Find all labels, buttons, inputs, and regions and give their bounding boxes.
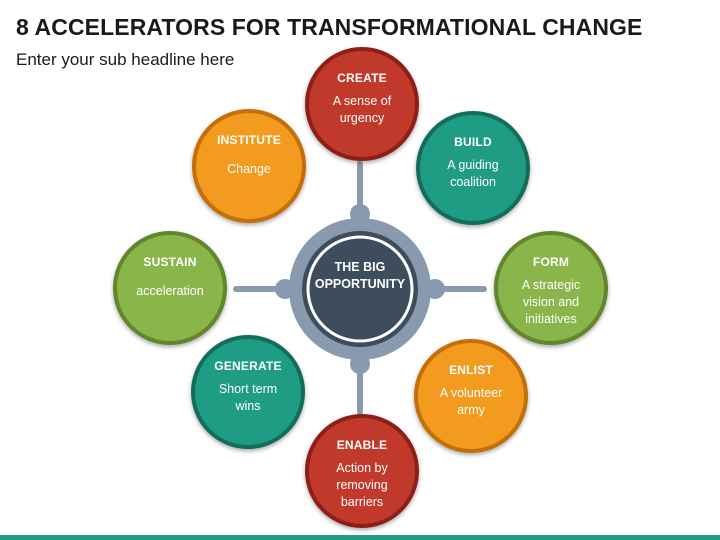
accelerator-enable: ENABLE Action by removing barriers xyxy=(305,414,419,528)
accelerator-description: acceleration xyxy=(127,283,213,300)
accelerator-enlist: ENLIST A volunteer army xyxy=(414,339,528,453)
description-line: barriers xyxy=(340,495,384,509)
accelerator-label: ENABLE xyxy=(336,438,388,452)
accelerator-label: BUILD xyxy=(454,135,492,149)
accelerator-description: A guiding coalition xyxy=(430,157,516,191)
gear-tooth-e xyxy=(425,279,445,299)
description-line: army xyxy=(457,403,485,417)
description-line: vision and xyxy=(522,295,580,309)
description-line: acceleration xyxy=(136,284,204,298)
accelerator-institute: INSTITUTE Change xyxy=(192,109,306,223)
accelerator-label: SUSTAIN xyxy=(143,255,197,269)
accelerator-generate: GENERATE Short term wins xyxy=(191,335,305,449)
accelerator-build: BUILD A guiding coalition xyxy=(416,111,530,225)
description-line: A guiding xyxy=(447,158,499,172)
gear-tooth-w xyxy=(275,279,295,299)
accelerator-description: Change xyxy=(206,161,292,178)
description-line: removing xyxy=(336,478,388,492)
hub-inner-ring xyxy=(306,235,414,343)
page-subtitle: Enter your sub headline here xyxy=(16,50,235,69)
description-line: A strategic xyxy=(521,278,581,292)
accelerator-description: Action by removing barriers xyxy=(319,460,405,511)
gear-tooth-n xyxy=(350,204,370,224)
description-line: initiatives xyxy=(525,312,577,326)
accelerator-description: A volunteer army xyxy=(428,385,514,419)
accelerator-label: FORM xyxy=(532,255,570,269)
description-line: A volunteer xyxy=(439,386,503,400)
accelerator-description: A sense of urgency xyxy=(319,93,405,127)
description-line: coalition xyxy=(450,175,496,189)
center-line-1: THE BIG xyxy=(334,260,386,274)
accelerator-sustain: SUSTAIN acceleration xyxy=(113,231,227,345)
accelerator-label: ENLIST xyxy=(449,363,493,377)
accelerator-form: FORM A strategic vision and initiatives xyxy=(494,231,608,345)
page-title: 8 ACCELERATORS FOR TRANSFORMATIONAL CHAN… xyxy=(16,14,643,40)
center-label: THE BIG OPPORTUNITY xyxy=(305,259,415,293)
accelerator-description: Short term wins xyxy=(205,381,291,415)
accelerator-label: GENERATE xyxy=(214,359,282,373)
accelerator-label: CREATE xyxy=(337,71,387,85)
accelerator-description: A strategic vision and initiatives xyxy=(508,277,594,328)
bottom-accent-bar xyxy=(0,535,720,540)
hub-core xyxy=(302,231,418,347)
description-line: Short term xyxy=(218,382,278,396)
description-line: Action by xyxy=(336,461,388,475)
accelerator-label: INSTITUTE xyxy=(217,133,281,147)
accelerator-create: CREATE A sense of urgency xyxy=(305,47,419,161)
description-line: Change xyxy=(227,162,271,176)
description-line: wins xyxy=(235,399,261,413)
gear-tooth-s xyxy=(350,354,370,374)
description-line: urgency xyxy=(339,111,385,125)
center-line-2: OPPORTUNITY xyxy=(314,277,406,291)
description-line: A sense of xyxy=(332,94,392,108)
